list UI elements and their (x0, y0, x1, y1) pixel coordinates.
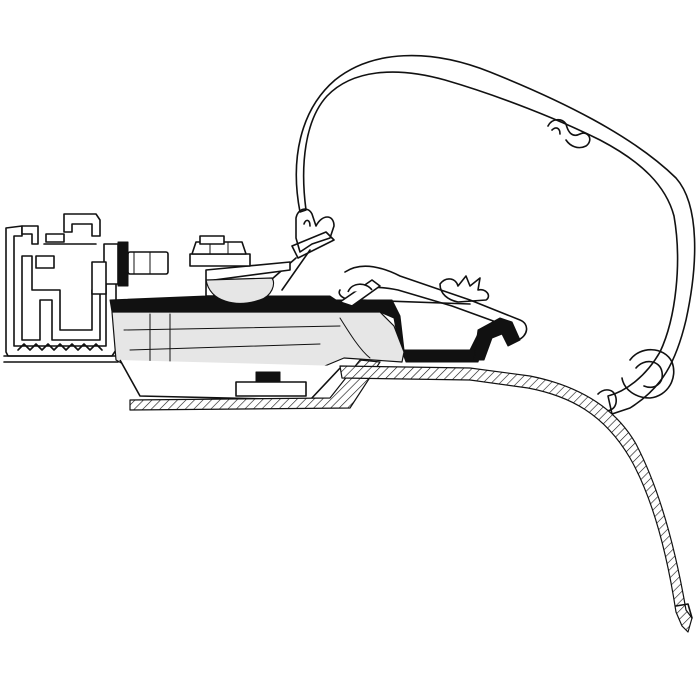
mount-foot (235, 381, 307, 397)
bolt-tip (199, 235, 225, 245)
bolt-clamp-assembly (91, 241, 169, 295)
vehicle-roof-skin (339, 365, 693, 633)
mount-nut (255, 371, 281, 383)
nut (91, 261, 107, 295)
bolt-head (127, 251, 169, 275)
awning-cassette-housing (295, 54, 696, 415)
nut-plate (189, 253, 251, 267)
hex-nut (191, 241, 247, 255)
washer (117, 241, 129, 287)
top-bracket (189, 235, 291, 304)
lower-mount-plate (119, 359, 381, 411)
